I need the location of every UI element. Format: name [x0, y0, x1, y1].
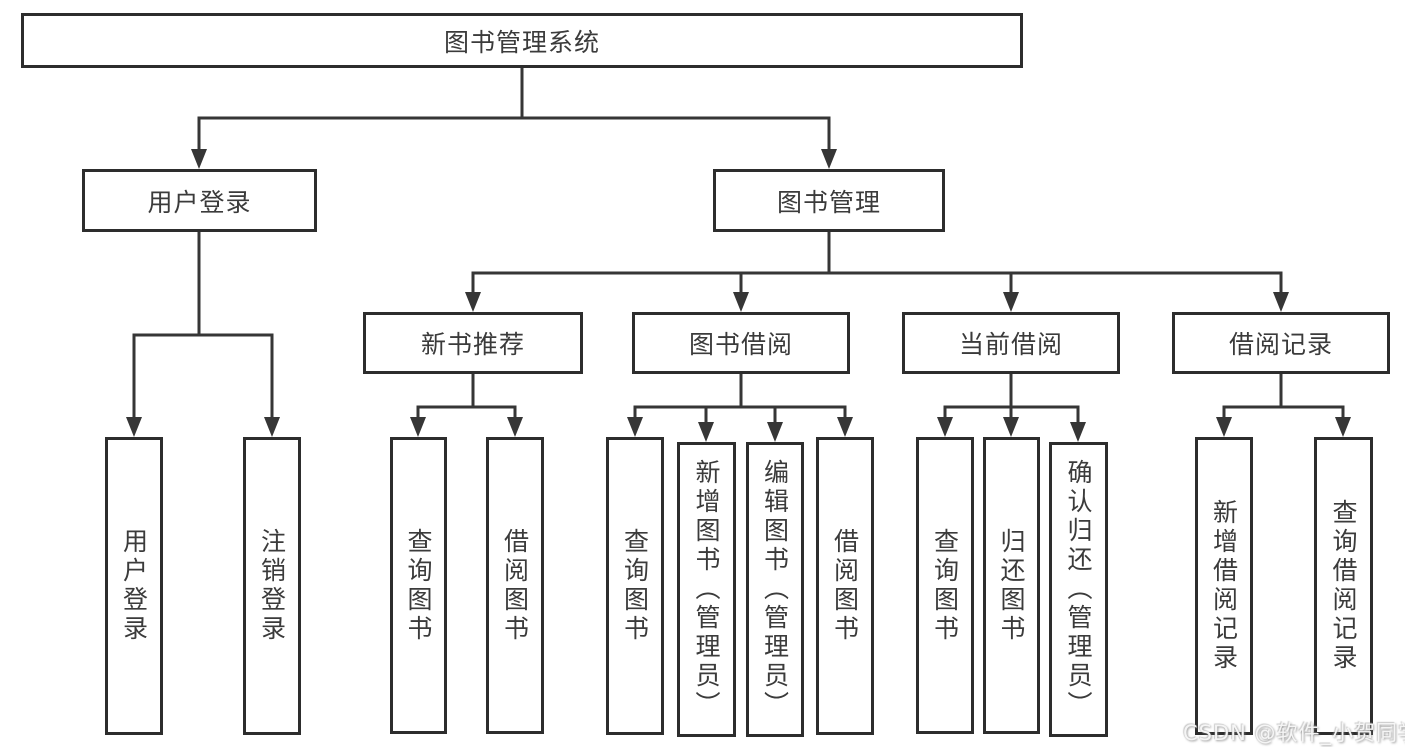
- node-root-label: 图书管理系统: [443, 27, 600, 57]
- leaf-query-book-1: 查询图书: [390, 437, 447, 734]
- node-label: 查询图书: [620, 528, 650, 644]
- node-label: 图书管理: [776, 187, 881, 217]
- node-label: 编辑图书（管理员）: [760, 459, 790, 720]
- leaf-query-borrow-record: 查询借阅记录: [1314, 437, 1373, 735]
- leaf-edit-book-admin: 编辑图书（管理员）: [746, 442, 804, 737]
- leaf-user-login: 用户登录: [105, 437, 163, 735]
- node-user-login: 用户登录: [82, 169, 317, 232]
- connector-current-borrow: [937, 374, 1086, 442]
- leaf-logout: 注销登录: [243, 437, 301, 735]
- connector-root: [191, 68, 837, 169]
- leaf-add-book-admin: 新增图书（管理员）: [677, 442, 736, 737]
- node-book-borrow: 图书借阅: [632, 312, 850, 374]
- node-book-management: 图书管理: [713, 169, 945, 232]
- node-label: 借阅图书: [830, 528, 860, 644]
- node-label: 图书借阅: [688, 330, 793, 359]
- connector-new-book-recommend: [410, 374, 523, 437]
- node-new-book-recommend: 新书推荐: [363, 312, 583, 374]
- leaf-add-borrow-record: 新增借阅记录: [1195, 437, 1253, 735]
- leaf-borrow-book-1: 借阅图书: [486, 437, 544, 734]
- node-label: 借阅记录: [1228, 330, 1333, 359]
- node-label: 查询借阅记录: [1329, 499, 1358, 673]
- leaf-query-book-2: 查询图书: [606, 437, 664, 735]
- leaf-query-book-3: 查询图书: [916, 437, 974, 734]
- node-label: 注销登录: [257, 528, 287, 644]
- node-label: 借阅图书: [500, 527, 530, 644]
- node-label: 用户登录: [119, 528, 149, 644]
- node-label: 当前借阅: [958, 330, 1063, 359]
- connector-book-management: [465, 232, 1289, 312]
- node-label: 用户登录: [147, 187, 252, 217]
- leaf-confirm-return-admin: 确认归还（管理员）: [1049, 442, 1108, 737]
- node-label: 确认归还（管理员）: [1064, 459, 1093, 720]
- node-label: 新增图书（管理员）: [692, 459, 721, 720]
- leaf-return-book: 归还图书: [983, 437, 1040, 734]
- csdn-watermark: CSDN @软件_小贺同学: [1183, 721, 1405, 745]
- connector-borrow-records: [1216, 374, 1351, 437]
- node-label: 新增借阅记录: [1209, 499, 1239, 673]
- node-current-borrow: 当前借阅: [902, 312, 1120, 374]
- node-label: 查询图书: [930, 527, 960, 644]
- connector-user-login: [126, 232, 280, 437]
- node-label: 归还图书: [997, 527, 1026, 644]
- connector-book-borrow: [627, 374, 853, 442]
- node-label: 新书推荐: [420, 330, 525, 359]
- node-label: 查询图书: [404, 527, 433, 644]
- node-borrow-records: 借阅记录: [1172, 312, 1390, 374]
- node-root: 图书管理系统: [21, 13, 1023, 68]
- leaf-borrow-book-2: 借阅图书: [816, 437, 874, 735]
